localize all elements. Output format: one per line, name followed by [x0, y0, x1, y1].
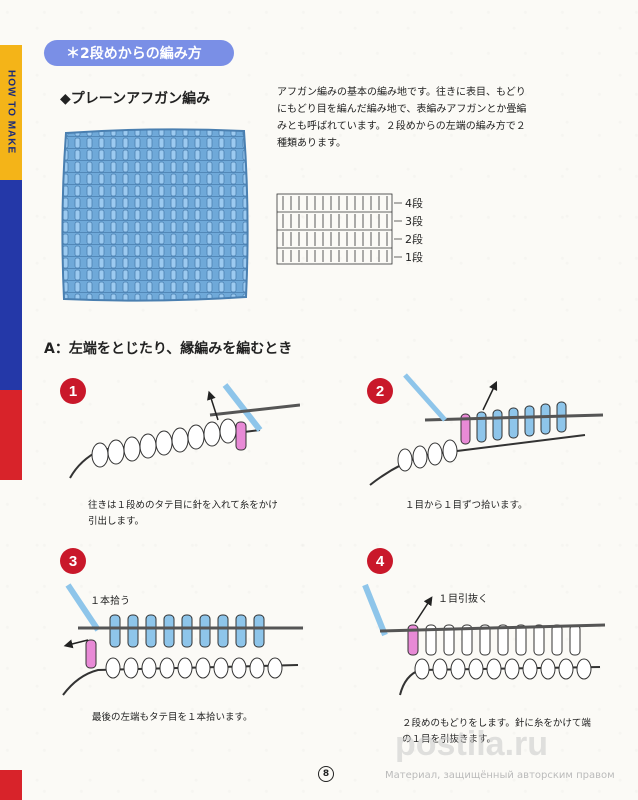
caption-line: ２段めのもどりをします。針に糸をかけて端	[402, 718, 591, 729]
step-badge: 1	[60, 378, 86, 404]
page-number: 8	[318, 766, 334, 782]
side-bar-red-bottom	[0, 770, 22, 800]
row-label: 4段	[405, 196, 423, 210]
swatch-illustration	[61, 128, 249, 302]
step-badge: 4	[367, 548, 393, 574]
row-label: 2段	[405, 232, 423, 246]
step-4-caption: ２段めのもどりをします。針に糸をかけて端 の１目を引抜きます。	[402, 716, 591, 748]
step-3-caption: 最後の左端もタテ目を１本拾います。	[92, 710, 253, 726]
row-label: 3段	[405, 214, 423, 228]
intro-text: アフガン編みの基本の編み地です。往きに表目、もどり にもどり目を編んだ編み地で、…	[277, 84, 537, 152]
side-bar-blue	[0, 180, 22, 390]
step-1-caption: 往きは１段めのタテ目に針を入れて糸をかけ 引出します。	[88, 498, 278, 530]
section-title: ＊2段めからの編み方	[44, 40, 234, 66]
step-badge: 2	[367, 378, 393, 404]
step-4-illustration	[362, 583, 606, 696]
row-label: 1段	[405, 250, 423, 264]
watermark-text: Материал, защищённый авторским правом	[385, 770, 615, 781]
intro-line: みとも呼ばれています。２段めからの左端の編み方で２	[277, 121, 526, 132]
intro-line: アフガン編みの基本の編み地です。往きに表目、もどり	[277, 87, 526, 98]
caption-line: 最後の左端もタテ目を１本拾います。	[92, 712, 253, 723]
watermark-logo: postila.ru	[395, 725, 549, 763]
intro-line: にもどり目を編んだ編み地で、表編みアフガンとか畳編	[277, 104, 527, 115]
caption-line: の１目を引抜きます。	[402, 734, 497, 745]
step-3-illustration	[62, 583, 303, 696]
step-1-illustration	[69, 383, 300, 479]
step-2-caption: １目から１目ずつ拾います。	[405, 498, 528, 514]
caption-line: 往きは１段めのタテ目に針を入れて糸をかけ	[88, 500, 278, 511]
caption-line: 引出します。	[88, 516, 145, 527]
step-2-illustration	[369, 373, 604, 486]
side-tab-label: HOW TO MAKE	[5, 70, 17, 155]
section-a-heading: A：左端をとじたり、縁編みを編むとき	[44, 341, 293, 357]
side-tab	[0, 45, 22, 180]
step-badge: 3	[60, 548, 86, 574]
rows-diagram: 4段 3段 2段 1段	[276, 193, 423, 265]
caption-line: １目から１目ずつ拾います。	[405, 500, 528, 511]
plain-afghan-heading: ◆プレーンアフガン編み	[60, 91, 211, 107]
step-3-label: １本拾う	[90, 596, 130, 607]
side-bar-red	[0, 390, 22, 480]
intro-line: 種類あります。	[277, 138, 346, 149]
step-4-label: １目引抜く	[438, 594, 488, 605]
